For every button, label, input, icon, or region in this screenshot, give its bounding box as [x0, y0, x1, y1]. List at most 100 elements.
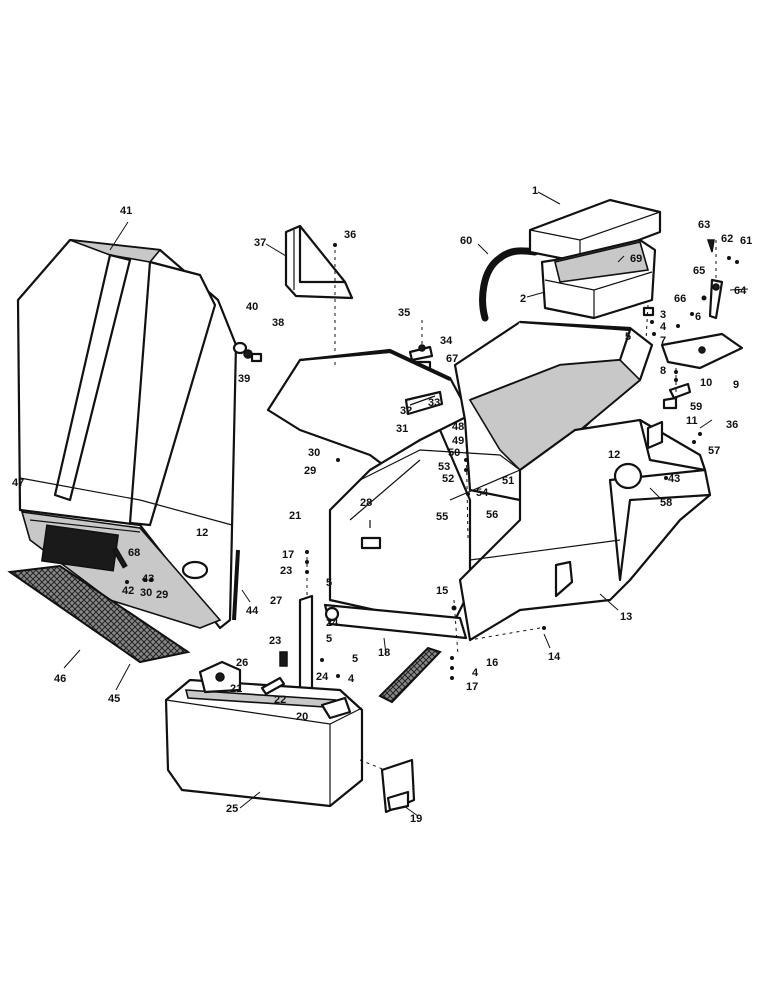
rod — [232, 549, 240, 621]
callout-21a: 21 — [289, 510, 301, 522]
callout-21b: 21 — [230, 683, 242, 695]
callout-31: 31 — [396, 423, 408, 435]
callout-5d: 5 — [352, 653, 358, 665]
callout-62: 62 — [721, 233, 733, 245]
callout-61: 61 — [740, 235, 752, 247]
callout-9: 9 — [733, 379, 739, 391]
callout-53: 53 — [438, 461, 450, 473]
lower-box — [164, 660, 364, 808]
callout-13: 13 — [620, 611, 632, 623]
callout-58: 58 — [660, 497, 672, 509]
callout-54: 54 — [476, 487, 489, 499]
callout-17a: 17 — [466, 681, 478, 693]
callout-23a: 23 — [280, 565, 292, 577]
loose-hardware — [320, 432, 702, 680]
part-callouts: 1 2 3 4 5 6 7 8 9 10 11 12 12 13 14 15 1… — [12, 185, 752, 825]
callout-40: 40 — [246, 301, 258, 313]
post-hardware — [260, 651, 288, 696]
callout-64: 64 — [734, 285, 747, 297]
callout-36b: 36 — [726, 419, 738, 431]
main-chassis — [266, 320, 712, 642]
callout-57: 57 — [708, 445, 720, 457]
callout-67: 67 — [446, 353, 458, 365]
callout-29b: 29 — [156, 589, 168, 601]
callout-24a: 24 — [326, 617, 339, 629]
callout-35: 35 — [398, 307, 410, 319]
callout-43b: 43 — [668, 473, 680, 485]
clamp-hardware — [662, 370, 692, 410]
callout-39: 39 — [238, 373, 250, 385]
callout-43a: 43 — [142, 573, 154, 585]
callout-33: 33 — [428, 397, 440, 409]
callout-30b: 30 — [140, 587, 152, 599]
callout-69: 69 — [630, 253, 642, 265]
callout-16: 16 — [486, 657, 498, 669]
step-plate — [378, 646, 442, 704]
small-fittings-left — [232, 341, 263, 363]
callout-11: 11 — [686, 415, 698, 427]
callout-34: 34 — [440, 335, 453, 347]
callout-24b: 24 — [316, 671, 329, 683]
callout-22: 22 — [274, 694, 286, 706]
callout-4a: 4 — [660, 321, 667, 333]
callout-26: 26 — [236, 657, 248, 669]
callout-12b: 12 — [196, 527, 208, 539]
callout-7: 7 — [660, 335, 666, 347]
callout-56: 56 — [486, 509, 498, 521]
callout-5c: 5 — [326, 633, 332, 645]
callout-46: 46 — [54, 673, 66, 685]
callout-47: 47 — [12, 477, 24, 489]
callout-60: 60 — [460, 235, 472, 247]
callout-23b: 23 — [269, 635, 281, 647]
upper-bracket — [284, 224, 354, 300]
callout-1: 1 — [532, 185, 538, 197]
callout-49: 49 — [452, 435, 464, 447]
handle-bracket — [380, 758, 416, 814]
callout-14: 14 — [548, 651, 561, 663]
callout-32: 32 — [400, 405, 412, 417]
upper-right-hardware — [676, 239, 739, 328]
fuel-hose — [479, 247, 539, 322]
callout-17b: 17 — [282, 549, 294, 561]
callout-10: 10 — [700, 377, 712, 389]
callout-6: 6 — [695, 311, 701, 323]
callout-37: 37 — [254, 237, 266, 249]
callout-52: 52 — [442, 473, 454, 485]
callout-51: 51 — [502, 475, 514, 487]
callout-36a: 36 — [344, 229, 356, 241]
mounting-plate — [660, 332, 744, 370]
callout-12a: 12 — [608, 449, 620, 461]
callout-29a: 29 — [304, 465, 316, 477]
callout-4b: 4 — [472, 667, 479, 679]
callout-19: 19 — [410, 813, 422, 825]
leader-lines — [63, 191, 749, 817]
callout-18: 18 — [378, 647, 390, 659]
hood-cover — [16, 238, 238, 630]
callout-4c: 4 — [348, 673, 355, 685]
callout-55: 55 — [436, 511, 448, 523]
callout-68: 68 — [128, 547, 140, 559]
callout-50: 50 — [448, 447, 460, 459]
callout-65: 65 — [693, 265, 705, 277]
callout-27: 27 — [270, 595, 282, 607]
callout-2: 2 — [520, 293, 526, 305]
callout-63: 63 — [698, 219, 710, 231]
callout-5a: 5 — [625, 331, 631, 343]
callout-48: 48 — [452, 421, 464, 433]
callout-5b: 5 — [326, 577, 332, 589]
box-hardware — [642, 306, 656, 336]
callout-3: 3 — [660, 309, 666, 321]
callout-42: 42 — [122, 585, 134, 597]
callout-15: 15 — [436, 585, 448, 597]
callout-45: 45 — [108, 693, 120, 705]
callout-20: 20 — [296, 711, 308, 723]
callout-25: 25 — [226, 803, 238, 815]
callout-38: 38 — [272, 317, 284, 329]
vertical-post — [298, 550, 314, 712]
callout-44: 44 — [246, 605, 259, 617]
alignment-lines — [306, 240, 717, 771]
callout-30a: 30 — [308, 447, 320, 459]
callout-8: 8 — [660, 365, 666, 377]
callout-41: 41 — [120, 205, 132, 217]
